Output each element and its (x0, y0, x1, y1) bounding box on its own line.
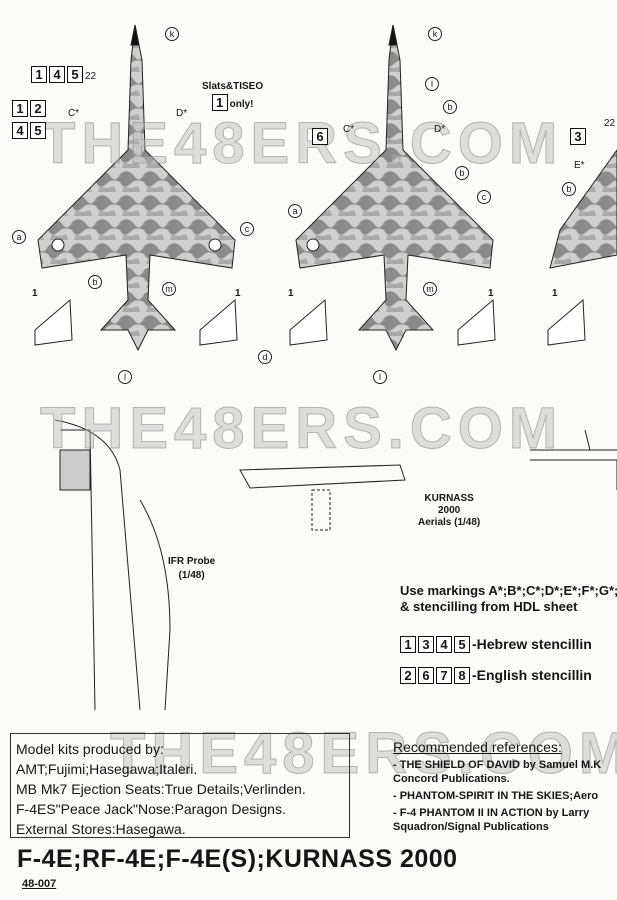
callout-l: l (425, 77, 439, 91)
references: Recommended references: - THE SHIELD OF … (393, 739, 602, 833)
callout-b: b (443, 100, 457, 114)
callout-m: m (423, 282, 437, 296)
aircraft-2 (295, 24, 494, 352)
ifr-probe-label: IFR Probe (1/48) (168, 556, 216, 581)
callout-a: a (288, 204, 302, 218)
aircraft-3 (549, 149, 617, 269)
callout-a: a (12, 230, 26, 244)
tail-views (34, 298, 586, 346)
label-c: C* (68, 108, 80, 119)
detail-drawings (54, 419, 617, 711)
callout-c: c (477, 190, 491, 204)
callout-d: d (258, 350, 272, 364)
aerials-label: KURNASS 2000 Aerials (1/48) (418, 493, 481, 528)
callout-l: l (373, 370, 387, 384)
callout-b: b (562, 182, 576, 196)
aircraft-1 (37, 24, 236, 352)
callout-m: m (162, 282, 176, 296)
label-d: D* (176, 108, 188, 119)
sheet-code: 48-007 (22, 878, 57, 890)
callout-l: l (118, 370, 132, 384)
callout-k: k (165, 27, 179, 41)
marking-box-3: 3 (570, 128, 586, 145)
aircraft-plan-views (34, 24, 617, 352)
model-kits-box: Model kits produced by: AMT;Fujimi;Haseg… (10, 733, 350, 838)
callout-b: b (88, 275, 102, 289)
callout-k: k (428, 27, 442, 41)
callout-b: b (455, 166, 469, 180)
sheet-title: F-4E;RF-4E;F-4E(S);KURNASS 2000 (17, 845, 458, 873)
marking-box-6: 6 (312, 128, 328, 145)
callout-c: c (240, 222, 254, 236)
usage-note: Use markings A*;B*;C*;D*;E*;F*;G*; & ste… (400, 583, 617, 614)
